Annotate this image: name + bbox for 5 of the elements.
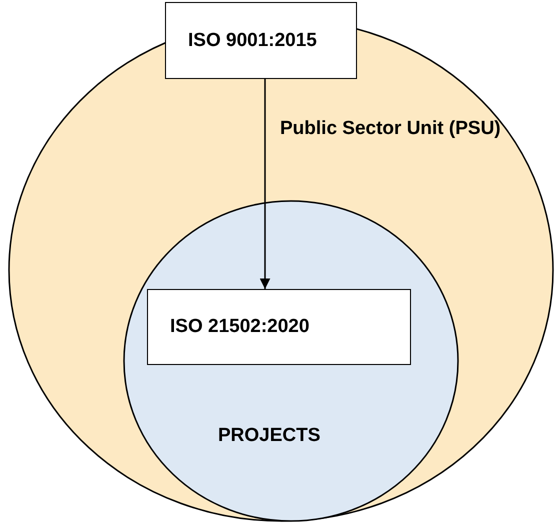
- standard-box: ISO 21502:2020: [147, 289, 411, 365]
- standard-box: ISO 9001:2015: [165, 2, 357, 79]
- group-title: Public Sector Unit (PSU): [280, 118, 501, 140]
- group-title: PROJECTS: [218, 425, 320, 447]
- arrow: [260, 79, 270, 289]
